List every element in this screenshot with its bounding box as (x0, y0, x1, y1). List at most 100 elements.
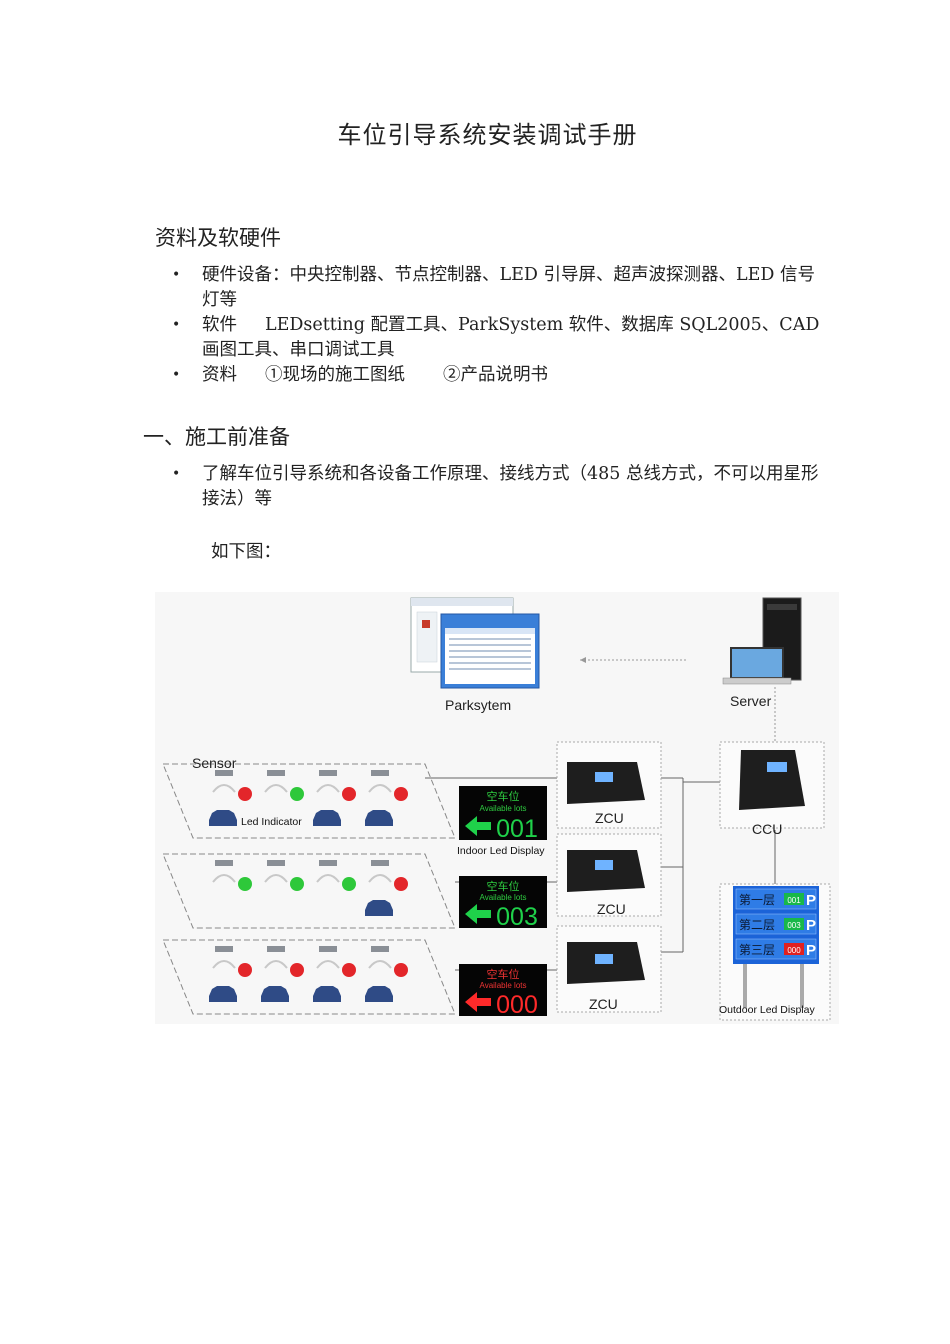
led-indicator-red (342, 787, 356, 801)
section-heading-materials: 资料及软硬件 (155, 226, 281, 250)
ultrasonic-wave-icon (368, 960, 392, 969)
sensor-label: Sensor (192, 755, 237, 771)
parking-p-icon: P (806, 942, 816, 959)
list-item: • 资料 ①现场的施工图纸 ②产品说明书 (170, 363, 820, 388)
sensor-icon (215, 770, 233, 776)
led-indicator-label: Led Indicator (241, 816, 302, 828)
led-indicator-red (238, 963, 252, 977)
outdoor-count-value: 001 (787, 896, 801, 905)
led-indicator-red (342, 963, 356, 977)
car-icon (313, 810, 341, 826)
list-item: • 了解车位引导系统和各设备工作原理、接线方式（485 总线方式，不可以用星形接… (170, 462, 820, 512)
svg-text:000: 000 (496, 991, 538, 1019)
svg-text:003: 003 (496, 903, 538, 931)
outdoor-floor-label: 第二层 (739, 918, 775, 932)
svg-text:001: 001 (496, 815, 538, 843)
zcu-unit-2 (556, 833, 662, 917)
arrow-left-icon (465, 904, 491, 924)
car-icon (365, 810, 393, 826)
car-icon (365, 986, 393, 1002)
docs-label: 资料 (202, 365, 237, 385)
system-diagram: Parksytem Server Sensor Led Indicator 空车… (155, 592, 839, 1024)
svg-text:Available lots: Available lots (480, 804, 527, 813)
ultrasonic-wave-icon (264, 874, 288, 883)
zcu-unit-3 (556, 925, 662, 1013)
server-icon (722, 597, 802, 685)
section-heading-preparation: 一、施工前准备 (143, 425, 290, 449)
outdoor-count-value: 003 (787, 921, 801, 930)
parking-row-devices (209, 770, 408, 1002)
sensor-icon (267, 946, 285, 952)
materials-list: • 硬件设备：中央控制器、节点控制器、LED 引导屏、超声波探测器、LED 信号… (170, 263, 820, 388)
led-indicator-green (238, 877, 252, 891)
ultrasonic-wave-icon (212, 784, 236, 793)
led-indicator-red (238, 787, 252, 801)
arrow-left-icon (465, 816, 491, 836)
led-indicator-green (290, 787, 304, 801)
arrow-left-icon (465, 992, 491, 1012)
led-indicator-red (394, 963, 408, 977)
car-icon (261, 986, 289, 1002)
software-text: LEDsetting 配置工具、ParkSystem 软件、数据库 SQL200… (202, 315, 820, 360)
sensor-icon (371, 770, 389, 776)
parking-p-icon: P (806, 917, 816, 934)
docs-text-2: ②产品说明书 (443, 365, 548, 385)
list-item: • 硬件设备：中央控制器、节点控制器、LED 引导屏、超声波探测器、LED 信号… (170, 263, 820, 313)
ultrasonic-wave-icon (264, 960, 288, 969)
sensor-icon (267, 860, 285, 866)
svg-text:Available lots: Available lots (480, 981, 527, 990)
preparation-list: • 了解车位引导系统和各设备工作原理、接线方式（485 总线方式，不可以用星形接… (170, 462, 820, 512)
bullet: • (172, 267, 181, 283)
indoor-led-sign-2: 空车位 Available lots 003 (459, 876, 547, 931)
figure-intro-note: 如下图： (211, 542, 281, 562)
zcu-label-2: ZCU (597, 901, 626, 917)
outdoor-count-box (784, 893, 804, 905)
preparation-text: 了解车位引导系统和各设备工作原理、接线方式（485 总线方式，不可以用星形接法）… (202, 464, 819, 509)
car-icon (209, 810, 237, 826)
led-indicator-red (394, 787, 408, 801)
led-indicator-green (342, 877, 356, 891)
sensor-icon (319, 860, 337, 866)
sensor-icon (371, 860, 389, 866)
hardware-text: 硬件设备：中央控制器、节点控制器、LED 引导屏、超声波探测器、LED 信号灯等 (202, 265, 815, 310)
indoor-led-sign-1: 空车位 Available lots 001 (459, 786, 547, 843)
bullet: • (172, 367, 181, 383)
sensor-icon (267, 770, 285, 776)
ultrasonic-wave-icon (368, 874, 392, 883)
car-icon (313, 986, 341, 1002)
svg-text:空车位: 空车位 (487, 879, 520, 893)
software-label: 软件 (202, 315, 237, 335)
car-icon (209, 986, 237, 1002)
document-title: 车位引导系统安装调试手册 (337, 121, 638, 149)
outdoor-count-value: 000 (787, 946, 801, 955)
ultrasonic-wave-icon (212, 874, 236, 883)
parksystem-label: Parksytem (445, 697, 511, 713)
sensor-icon (319, 770, 337, 776)
indoor-display-label: Indoor Led Display (457, 845, 545, 857)
sensor-icon (215, 946, 233, 952)
outdoor-count-box (784, 918, 804, 930)
indoor-led-sign-3: 空车位 Available lots 000 (459, 964, 547, 1019)
docs-text-1: ①现场的施工图纸 (265, 365, 405, 385)
ccu-unit (719, 741, 825, 829)
sensor-icon (215, 860, 233, 866)
server-label: Server (730, 693, 772, 709)
ultrasonic-wave-icon (264, 784, 288, 793)
bullet: • (172, 466, 181, 482)
svg-text:空车位: 空车位 (487, 789, 520, 803)
car-icon (365, 900, 393, 916)
zcu-label-1: ZCU (595, 810, 624, 826)
ccu-label: CCU (752, 821, 782, 837)
zcu-unit-1 (556, 741, 662, 829)
led-indicator-red (290, 963, 304, 977)
led-indicator-red (394, 877, 408, 891)
outdoor-floor-label: 第三层 (739, 943, 775, 957)
ultrasonic-wave-icon (316, 960, 340, 969)
parking-p-icon: P (806, 892, 816, 909)
ultrasonic-wave-icon (316, 784, 340, 793)
svg-text:Available lots: Available lots (480, 893, 527, 902)
parksystem-screens (410, 597, 540, 689)
parking-areas (162, 763, 456, 1015)
